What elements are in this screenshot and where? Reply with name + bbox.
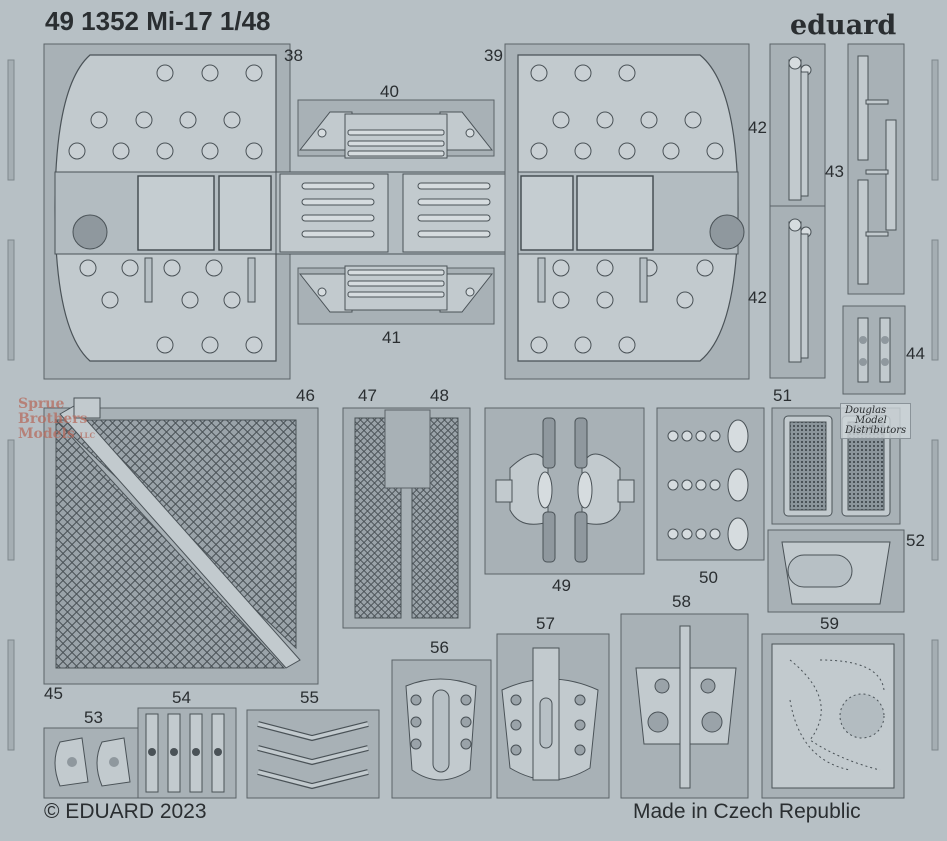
watermark-line-3: Models LLC (18, 427, 95, 443)
distributor-watermark: Douglas Model Distributors (840, 403, 912, 439)
part-47-48 (342, 407, 471, 629)
part-number-50: 50 (699, 568, 718, 587)
part-number-42-upper: 42 (748, 118, 767, 137)
part-43 (847, 43, 905, 295)
part-number-53: 53 (84, 708, 103, 727)
part-42-lower (769, 205, 826, 379)
distributor-line-2: Model (855, 415, 887, 426)
part-number-54: 54 (172, 688, 191, 707)
distributor-line-1: Douglas (845, 405, 887, 416)
watermark-line-3-suffix: LLC (79, 431, 96, 440)
part-number-58: 58 (672, 592, 691, 611)
part-38 (43, 43, 291, 380)
part-number-59: 59 (820, 614, 839, 633)
copyright-text: © EDUARD 2023 (44, 800, 207, 823)
part-57 (496, 633, 610, 799)
part-number-45: 45 (44, 684, 63, 703)
part-59 (761, 633, 905, 799)
part-49 (484, 407, 645, 575)
part-number-52: 52 (906, 531, 925, 550)
part-number-41: 41 (382, 328, 401, 347)
part-number-55: 55 (300, 688, 319, 707)
part-number-47: 47 (358, 386, 377, 405)
part-58 (620, 613, 749, 799)
distributor-line-3: Distributors (845, 425, 907, 436)
sprue-brothers-watermark: Sprue Brothers Models LLC (18, 397, 95, 443)
part-40 (297, 99, 495, 159)
part-55 (246, 709, 380, 799)
part-number-39: 39 (484, 46, 503, 65)
part-number-57: 57 (536, 614, 555, 633)
part-number-49: 49 (552, 576, 571, 595)
part-45-46 (43, 397, 319, 685)
watermark-line-2: Brothers (18, 411, 88, 427)
center-bridge (275, 171, 519, 255)
part-44 (842, 305, 906, 395)
part-number-48: 48 (430, 386, 449, 405)
watermark-line-3-main: Models (18, 426, 75, 442)
part-number-46: 46 (296, 386, 315, 405)
part-number-56: 56 (430, 638, 449, 657)
part-53 (43, 727, 139, 799)
part-number-42-lower: 42 (748, 288, 767, 307)
part-number-40: 40 (380, 82, 399, 101)
part-number-51: 51 (773, 386, 792, 405)
part-42-upper (769, 43, 826, 207)
origin-text: Made in Czech Republic (633, 800, 861, 823)
part-number-44: 44 (906, 344, 925, 363)
part-54 (137, 707, 237, 799)
part-41 (297, 265, 495, 325)
part-number-38: 38 (284, 46, 303, 65)
part-number-43: 43 (825, 162, 844, 181)
watermark-line-1: Sprue (18, 396, 65, 412)
fret-title: 49 1352 Mi-17 1/48 (45, 6, 271, 36)
brand-logo: eduard (790, 10, 897, 41)
part-56 (391, 659, 492, 799)
part-39 (504, 43, 750, 380)
part-52 (767, 529, 905, 613)
part-50 (656, 407, 765, 561)
